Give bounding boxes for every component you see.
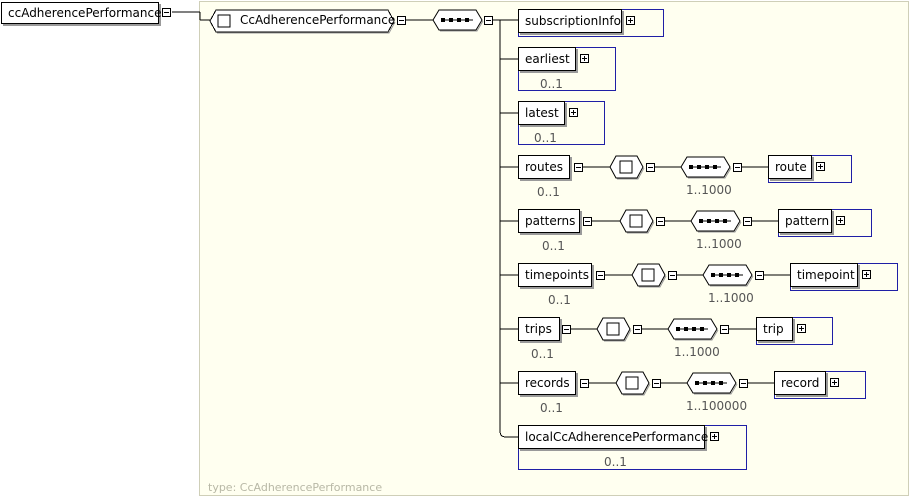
element-label: trips (525, 322, 552, 336)
sequence-compositor-icon[interactable] (667, 318, 719, 342)
element-trip[interactable]: trip (756, 317, 793, 341)
complex-type-capsule-icon[interactable] (631, 263, 667, 289)
expand-toggle-icon[interactable] (830, 378, 839, 387)
element-record[interactable]: record (774, 371, 826, 395)
cardinality-label: 0..1 (604, 455, 627, 469)
element-label: route (775, 160, 807, 174)
complex-type-icon (217, 14, 231, 28)
element-label: timepoint (797, 268, 855, 282)
expand-toggle-icon[interactable] (797, 324, 806, 333)
element-label: patterns (525, 214, 576, 228)
complex-type-area (199, 1, 909, 496)
element-subscriptionInfo[interactable]: subscriptionInfo (518, 9, 622, 33)
complex-type-capsule-icon[interactable] (615, 371, 651, 397)
sequence-cardinality-label: 1..1000 (686, 183, 732, 197)
collapse-toggle-icon[interactable] (668, 271, 677, 280)
cardinality-label: 0..1 (531, 347, 554, 361)
complex-type-capsule-icon[interactable] (619, 209, 655, 235)
sequence-compositor-icon[interactable] (680, 156, 732, 180)
collapse-toggle-icon[interactable] (646, 163, 655, 172)
complex-type-label: CcAdherencePerformance (240, 13, 396, 27)
element-label: timepoints (525, 268, 589, 282)
sequence-cardinality-label: 1..1000 (696, 237, 742, 251)
collapse-toggle-icon[interactable] (596, 271, 605, 280)
expand-toggle-icon[interactable] (580, 54, 589, 63)
element-label: routes (525, 160, 563, 174)
cardinality-label: 0..1 (537, 185, 560, 199)
collapse-toggle-icon[interactable] (397, 16, 406, 25)
collapse-toggle-icon[interactable] (562, 325, 571, 334)
element-pattern[interactable]: pattern (778, 209, 832, 233)
element-label: trip (763, 322, 784, 336)
root-element-ccAdherencePerformance[interactable]: ccAdherencePerformance (1, 2, 162, 24)
collapse-toggle-icon[interactable] (484, 16, 493, 25)
collapse-toggle-icon[interactable] (652, 379, 661, 388)
expand-toggle-icon[interactable] (626, 16, 635, 25)
sequence-compositor-icon[interactable] (690, 210, 742, 234)
expand-toggle-icon[interactable] (816, 162, 825, 171)
cardinality-label: 0..1 (540, 401, 563, 415)
expand-toggle-icon[interactable] (569, 108, 578, 117)
element-routes[interactable]: routes (518, 155, 570, 179)
cardinality-label: 0..1 (548, 293, 571, 307)
collapse-toggle-icon[interactable] (580, 379, 589, 388)
expand-toggle-icon[interactable] (862, 270, 871, 279)
element-timepoints[interactable]: timepoints (518, 263, 592, 287)
element-trips[interactable]: trips (518, 317, 560, 341)
element-label: subscriptionInfo (525, 14, 621, 28)
type-caption: type: CcAdherencePerformance (208, 481, 383, 494)
element-timepoint[interactable]: timepoint (790, 263, 858, 287)
sequence-cardinality-label: 1..1000 (674, 345, 720, 359)
complex-type-capsule[interactable] (208, 8, 396, 34)
sequence-cardinality-label: 1..1000 (708, 291, 754, 305)
root-element-label: ccAdherencePerformance (8, 6, 162, 20)
collapse-toggle-icon[interactable] (162, 8, 171, 17)
element-patterns[interactable]: patterns (518, 209, 580, 233)
sequence-compositor-icon[interactable] (432, 9, 484, 33)
element-latest[interactable]: latest (518, 101, 565, 125)
element-label: pattern (785, 214, 830, 228)
element-records[interactable]: records (518, 371, 576, 395)
collapse-toggle-icon[interactable] (583, 217, 592, 226)
cardinality-label: 0..1 (534, 131, 557, 145)
element-earliest[interactable]: earliest (518, 47, 576, 71)
collapse-toggle-icon[interactable] (733, 163, 742, 172)
expand-toggle-icon[interactable] (836, 216, 845, 225)
collapse-toggle-icon[interactable] (574, 163, 583, 172)
element-label: latest (525, 106, 559, 120)
cardinality-label: 0..1 (540, 77, 563, 91)
collapse-toggle-icon[interactable] (739, 379, 748, 388)
sequence-compositor-icon[interactable] (686, 372, 738, 396)
collapse-toggle-icon[interactable] (755, 271, 764, 280)
element-label: earliest (525, 52, 570, 66)
element-label: records (525, 376, 570, 390)
element-route[interactable]: route (768, 155, 812, 179)
complex-type-capsule-icon[interactable] (609, 155, 645, 181)
element-label: record (781, 376, 820, 390)
collapse-toggle-icon[interactable] (633, 325, 642, 334)
collapse-toggle-icon[interactable] (720, 325, 729, 334)
sequence-compositor-icon[interactable] (702, 264, 754, 288)
collapse-toggle-icon[interactable] (743, 217, 752, 226)
sequence-cardinality-label: 1..100000 (686, 399, 748, 413)
collapse-toggle-icon[interactable] (656, 217, 665, 226)
expand-toggle-icon[interactable] (710, 432, 719, 441)
element-label: localCcAdherencePerformance (525, 430, 709, 444)
complex-type-capsule-icon[interactable] (596, 317, 632, 343)
cardinality-label: 0..1 (542, 239, 565, 253)
element-localCcAdherencePerformance[interactable]: localCcAdherencePerformance (518, 425, 709, 449)
